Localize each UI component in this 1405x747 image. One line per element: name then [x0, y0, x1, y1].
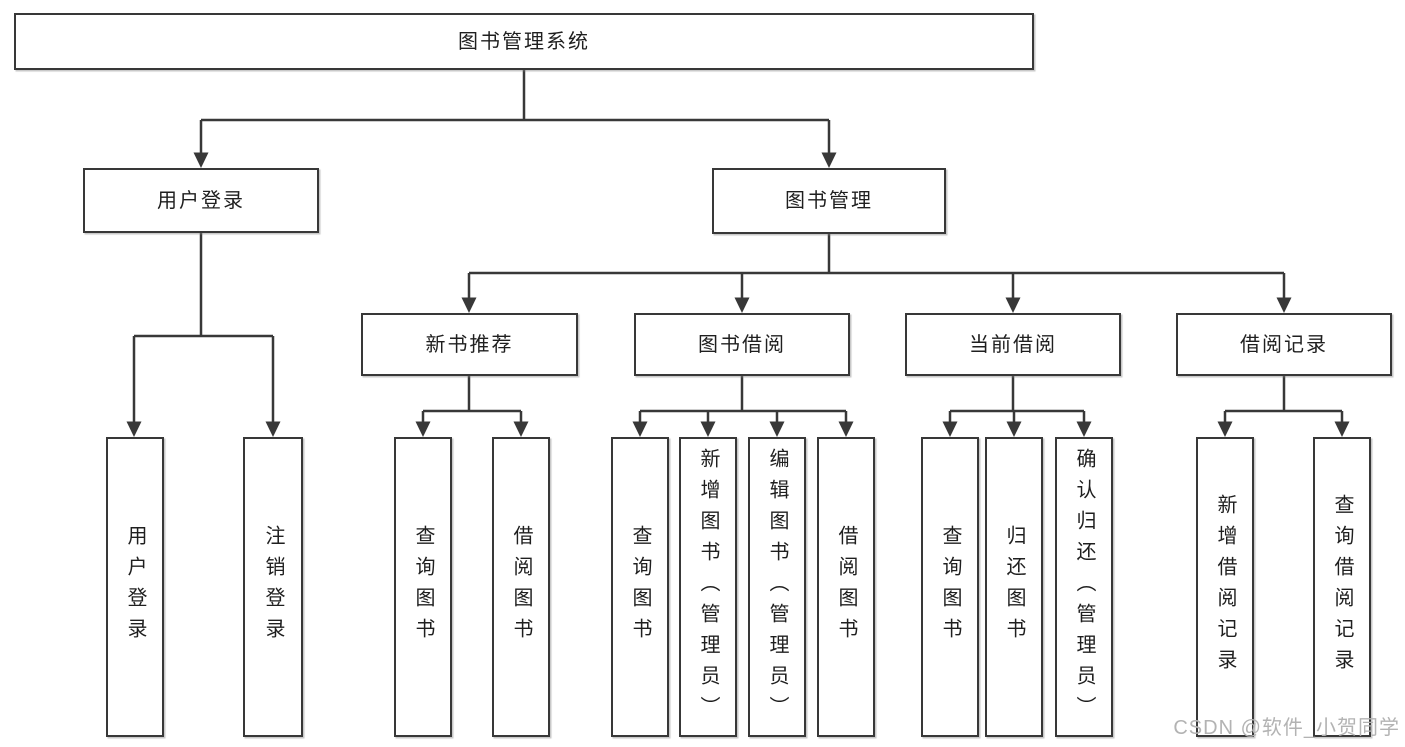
- csdn-watermark: CSDN @软件_小贺同学: [1173, 717, 1400, 739]
- node-label: 确认归还（管理员）: [1073, 447, 1095, 727]
- node-current-borrowing: 当前借阅: [905, 313, 1121, 376]
- node-label: 当前借阅: [969, 333, 1057, 356]
- node-label: 查询借阅记录: [1331, 494, 1353, 680]
- leaf-user-login: 用户登录: [106, 437, 164, 737]
- leaf-borrow-books: 借阅图书: [817, 437, 875, 737]
- node-label: 借阅记录: [1240, 333, 1328, 356]
- node-label: 归还图书: [1003, 525, 1025, 649]
- node-book-borrowing: 图书借阅: [634, 313, 850, 376]
- node-label: 查询图书: [412, 525, 434, 649]
- node-label: 图书借阅: [698, 333, 786, 356]
- node-borrow-records: 借阅记录: [1176, 313, 1392, 376]
- node-user-login: 用户登录: [83, 168, 319, 233]
- leaf-add-books-admin: 新增图书（管理员）: [679, 437, 737, 737]
- node-label: 新书推荐: [425, 333, 514, 356]
- leaf-logout: 注销登录: [243, 437, 303, 737]
- leaf-query-borrow-record: 查询借阅记录: [1313, 437, 1371, 737]
- node-label: 编辑图书（管理员）: [766, 447, 788, 727]
- leaf-add-borrow-record: 新增借阅记录: [1196, 437, 1254, 737]
- node-label: 查询图书: [939, 525, 961, 649]
- leaf-borrow-books-recommend: 借阅图书: [492, 437, 550, 737]
- node-label: 新增借阅记录: [1214, 494, 1236, 680]
- node-label: 用户登录: [124, 525, 146, 649]
- node-label: 新增图书（管理员）: [697, 447, 719, 727]
- leaf-confirm-return-admin: 确认归还（管理员）: [1055, 437, 1113, 737]
- node-label: 用户登录: [157, 189, 245, 212]
- node-library-system: 图书管理系统: [14, 13, 1034, 70]
- node-label: 图书管理: [785, 190, 873, 212]
- leaf-query-books-recommend: 查询图书: [394, 437, 452, 737]
- node-label: 查询图书: [629, 525, 651, 649]
- node-label: 借阅图书: [835, 525, 857, 649]
- node-label: 注销登录: [262, 525, 284, 649]
- leaf-query-books-borrowing: 查询图书: [611, 437, 669, 737]
- arrowheads: [126, 152, 1350, 437]
- leaf-query-books-current: 查询图书: [921, 437, 979, 737]
- node-book-management: 图书管理: [712, 168, 946, 234]
- leaf-return-books: 归还图书: [985, 437, 1043, 737]
- node-label: 借阅图书: [510, 525, 532, 649]
- node-new-book-recommend: 新书推荐: [361, 313, 578, 376]
- leaf-edit-books-admin: 编辑图书（管理员）: [748, 437, 806, 737]
- node-label: 图书管理系统: [458, 30, 590, 53]
